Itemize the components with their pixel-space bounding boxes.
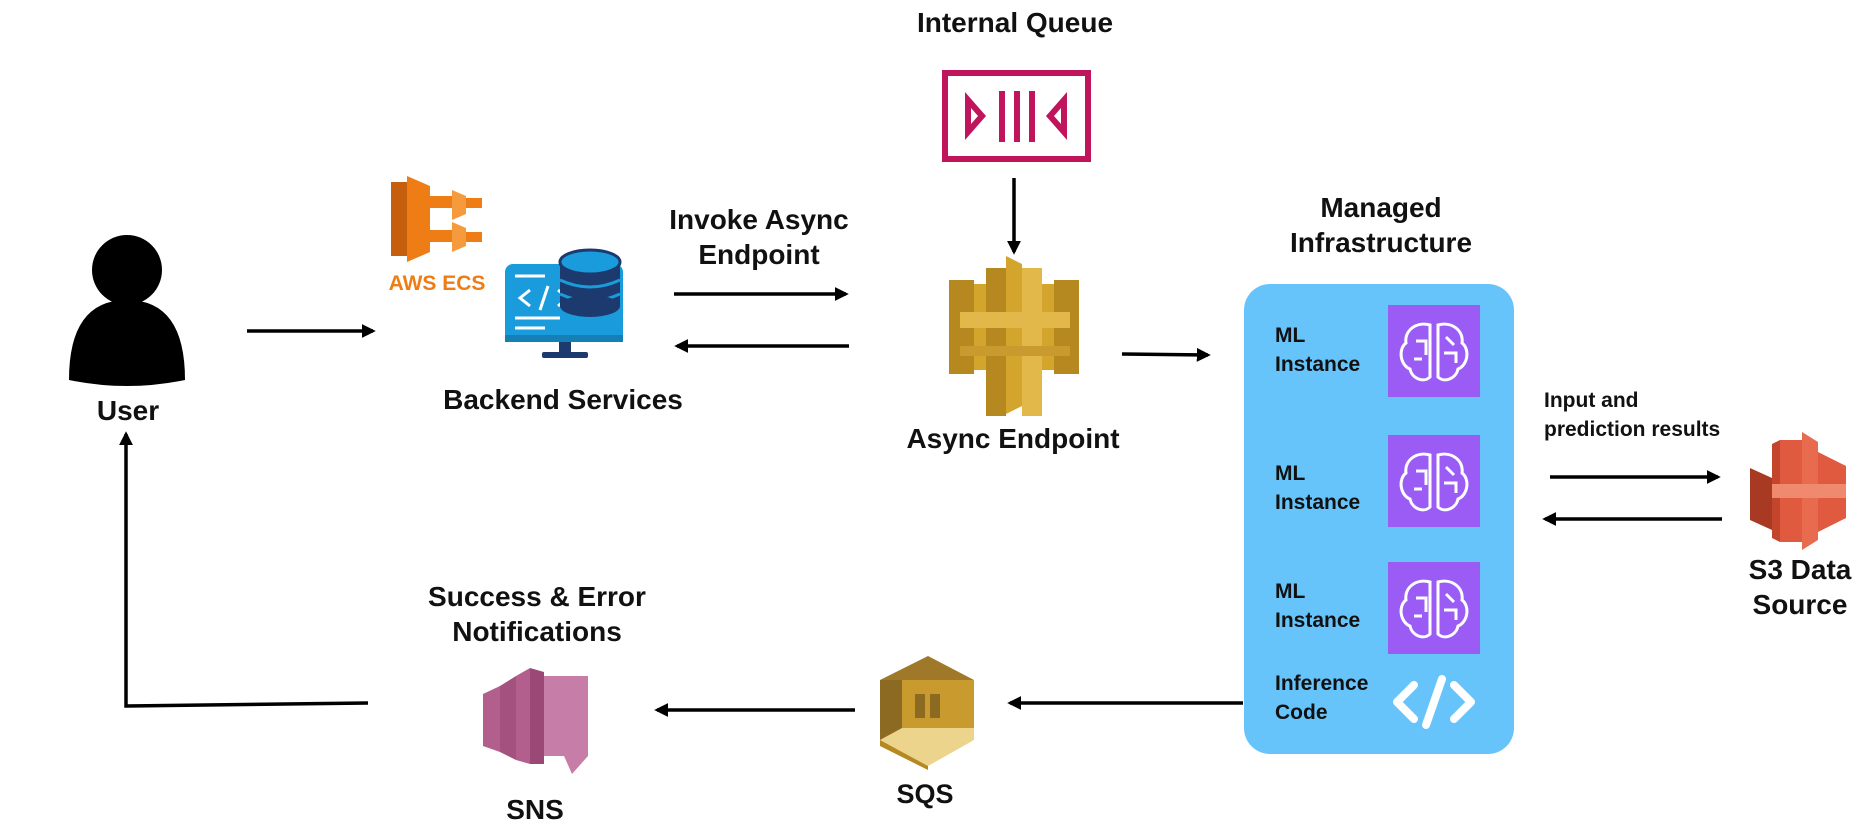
internal-queue-icon bbox=[942, 70, 1091, 162]
sns-label: SNS bbox=[506, 794, 564, 825]
aws-ecs-label: AWS ECS bbox=[388, 272, 486, 295]
ml-icon-box-1 bbox=[1388, 305, 1480, 397]
user-silhouette-icon bbox=[69, 235, 185, 386]
arrow-sns-to-user bbox=[119, 431, 369, 708]
ml-icon-box-3 bbox=[1388, 562, 1480, 654]
sns-icon bbox=[483, 668, 588, 774]
sqs-icon bbox=[880, 656, 974, 770]
managed-infrastructure-label: Managed Infrastructure bbox=[1289, 192, 1473, 258]
backend-services-label: Backend Services bbox=[443, 384, 683, 415]
code-brackets-icon bbox=[1393, 675, 1475, 729]
backend-server-database-icon bbox=[505, 248, 623, 358]
ml-instance-label-2: ML Instance bbox=[1275, 462, 1361, 514]
input-prediction-label: Input and prediction results bbox=[1544, 389, 1721, 441]
arrow-endpoint-to-infrastructure bbox=[1121, 347, 1211, 362]
s3-data-source-label: S3 Data Source bbox=[1748, 554, 1852, 620]
ml-instance-boxes bbox=[1388, 305, 1480, 654]
sagemaker-brain-icon bbox=[1399, 322, 1469, 639]
ml-instance-label-1: ML Instance bbox=[1275, 324, 1361, 376]
async-endpoint-label: Async Endpoint bbox=[906, 423, 1120, 454]
inference-code-label: Inference Code bbox=[1275, 672, 1369, 724]
ml-icon-box-2 bbox=[1388, 435, 1480, 527]
aws-ecs-icon bbox=[391, 176, 482, 262]
arrows bbox=[119, 178, 1722, 717]
user-label: User bbox=[96, 395, 160, 426]
sqs-label: SQS bbox=[896, 779, 954, 809]
ml-instance-label-3: ML Instance bbox=[1275, 580, 1361, 632]
success-error-notifications-label: Success & Error Notifications bbox=[428, 581, 646, 647]
internal-queue-label: Internal Queue bbox=[916, 7, 1114, 38]
api-gateway-icon bbox=[949, 256, 1079, 416]
invoke-async-endpoint-label: Invoke Async Endpoint bbox=[669, 204, 849, 270]
s3-bucket-icon bbox=[1750, 432, 1846, 550]
